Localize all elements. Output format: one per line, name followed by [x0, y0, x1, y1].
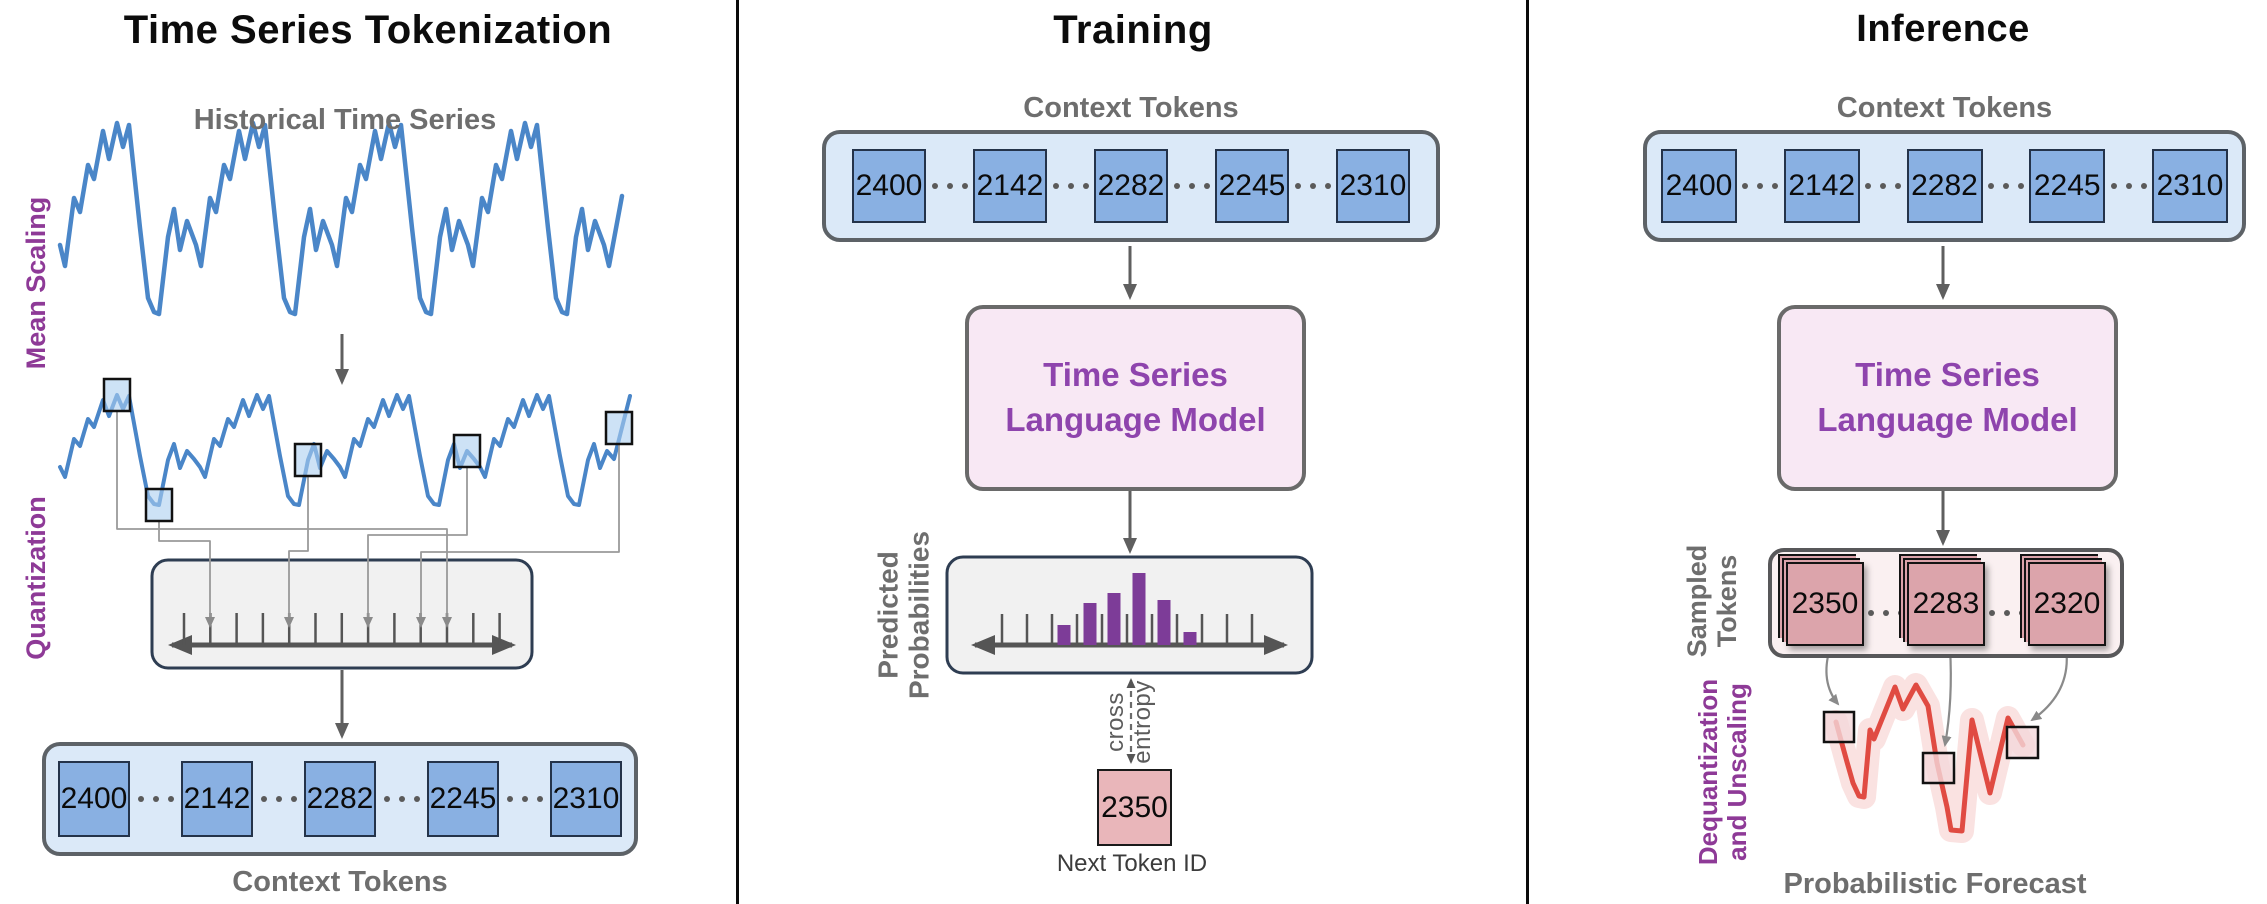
panel-divider	[736, 0, 739, 904]
model-label-line2: Language Model	[1817, 401, 2078, 438]
token: 2282	[1906, 149, 1983, 223]
panel-divider	[1526, 0, 1529, 904]
box-connector	[284, 475, 309, 628]
ellipsis	[1865, 183, 1902, 189]
ellipsis	[1173, 183, 1210, 189]
panel-title-training: Training	[1053, 8, 1213, 52]
token-highlight-box	[452, 433, 482, 469]
token: 2142	[973, 149, 1047, 223]
ellipsis	[1742, 183, 1779, 189]
next-token-id-label: Next Token ID	[1056, 850, 1208, 877]
ellipsis	[1867, 610, 1904, 616]
box-connector	[158, 520, 215, 628]
context-tokens-container: 2400 2142 2282 2245 2310	[1643, 130, 2246, 242]
token: 2310	[1336, 149, 1410, 223]
token: 2142	[181, 761, 253, 837]
ellipsis	[1988, 610, 2025, 616]
ellipsis	[931, 183, 968, 189]
token-highlight-box	[144, 487, 174, 523]
model-label-line1: Time Series	[1043, 356, 1228, 394]
context-tokens-container: 2400 2142 2282 2245 2310	[42, 742, 638, 856]
token: 2400	[852, 149, 926, 223]
token-highlight-box	[293, 442, 323, 478]
token: 2245	[1215, 149, 1289, 223]
model-label-line1: Time Series	[1855, 356, 2040, 394]
ellipsis	[383, 796, 420, 802]
historical-series-line	[57, 120, 625, 317]
dequantization-label: Dequantization and Unscaling	[1692, 678, 1752, 866]
ellipsis	[2110, 183, 2147, 189]
ellipsis	[260, 796, 297, 802]
ellipsis	[506, 796, 543, 802]
token: 2310	[550, 761, 622, 837]
token: 2142	[1783, 149, 1860, 223]
next-token-card: 2350	[1097, 769, 1172, 846]
panel-title-tokenization: Time Series Tokenization	[123, 8, 613, 52]
context-tokens-label: Context Tokens	[1023, 92, 1239, 124]
context-tokens-label: Context Tokens	[232, 866, 448, 898]
time-series-language-model-box: Time Series Language Model	[1777, 305, 2118, 491]
context-tokens-container: 2400 2142 2282 2245 2310	[822, 130, 1440, 242]
cross-entropy-label: cross entropy	[1102, 680, 1156, 764]
time-series-language-model-box: Time Series Language Model	[965, 305, 1306, 491]
sampled-token-card: 2283	[1907, 562, 1985, 646]
box-connector	[116, 410, 452, 628]
probabilistic-forecast-label: Probabilistic Forecast	[1783, 868, 2087, 900]
sample-connector-arrow	[1941, 647, 1952, 747]
probability-bars	[1057, 625, 1071, 645]
token-highlight-box	[604, 410, 634, 446]
sampled-tokens-container: 2350 2283 2320	[1768, 548, 2124, 658]
context-tokens-label: Context Tokens	[1836, 92, 2053, 124]
mean-scaling-label: Mean Scaling	[20, 196, 51, 370]
model-label-line2: Language Model	[1005, 401, 1266, 438]
token: 2400	[58, 761, 130, 837]
token: 2245	[427, 761, 499, 837]
probability-bars	[1132, 573, 1146, 645]
forecast-point-box	[2005, 725, 2040, 760]
sampled-tokens-label: Sampled Tokens	[1681, 544, 1742, 658]
forecast-point-box	[1822, 710, 1856, 744]
box-connector	[363, 466, 468, 628]
token-highlight-box	[102, 377, 132, 413]
ellipsis	[1052, 183, 1089, 189]
sampled-token-card: 2320	[2028, 562, 2106, 646]
probability-bars	[1157, 600, 1171, 645]
token: 2245	[2029, 149, 2106, 223]
sample-connector-arrow	[2030, 647, 2068, 722]
token: 2282	[304, 761, 376, 837]
token: 2400	[1661, 149, 1737, 223]
ellipsis	[1987, 183, 2024, 189]
token: 2282	[1094, 149, 1168, 223]
forecast-line	[1833, 682, 2026, 834]
predicted-probabilities-label: Predicted Probabilities	[872, 530, 935, 700]
forecast-point-box	[1921, 751, 1956, 785]
historical-series-label: Historical Time Series	[193, 104, 497, 136]
ellipsis	[137, 796, 174, 802]
token: 2310	[2152, 149, 2228, 223]
probability-bars	[1107, 593, 1121, 645]
quantization-label: Quantization	[20, 496, 51, 660]
probability-bars	[1083, 603, 1097, 645]
ellipsis	[1294, 183, 1331, 189]
panel-title-inference: Inference	[1856, 8, 2030, 50]
sampled-token-card: 2350	[1786, 562, 1864, 646]
box-connector	[416, 443, 620, 628]
probability-bars	[1183, 632, 1197, 645]
